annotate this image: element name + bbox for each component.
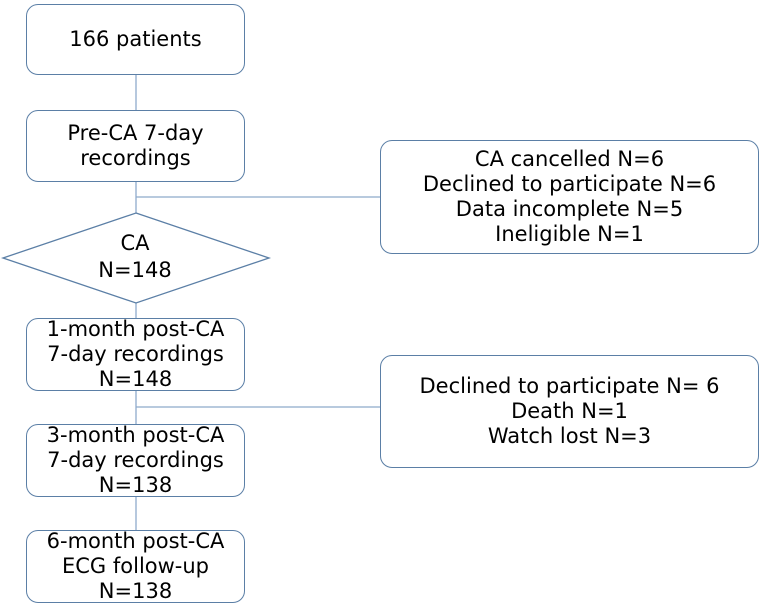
ca-label: CA xyxy=(120,231,150,255)
one-month-count: N=148 xyxy=(98,367,173,391)
exclusion-box-pre-ca: CA cancelled N=6 Declined to participate… xyxy=(380,140,759,254)
pre-ca-line-1: Pre-CA 7-day xyxy=(67,121,204,145)
exclusion-box-post-ca: Declined to participate N= 6 Death N=1 W… xyxy=(380,355,759,468)
three-month-count: N=138 xyxy=(98,473,173,497)
one-month-box: 1-month post-CA 7-day recordings N=148 xyxy=(26,317,245,391)
exclusion1-line-3: Data incomplete N=5 xyxy=(455,197,684,221)
six-month-count: N=138 xyxy=(98,579,173,603)
pre-ca-line-2: recordings xyxy=(80,146,191,170)
exclusion2-line-3: Watch lost N=3 xyxy=(487,424,652,448)
patients-box: 166 patients xyxy=(26,4,245,75)
patients-text: 166 patients xyxy=(69,27,202,51)
exclusion1-line-2: Declined to participate N=6 xyxy=(422,172,717,196)
exclusion1-line-4: Ineligible N=1 xyxy=(495,222,644,246)
exclusion2-line-2: Death N=1 xyxy=(511,399,628,423)
ca-decision-label: CA N=148 xyxy=(60,230,210,284)
three-month-line-1: 3-month post-CA xyxy=(46,423,225,447)
six-month-box: 6-month post-CA ECG follow-up N=138 xyxy=(26,529,245,603)
three-month-line-2: 7-day recordings xyxy=(47,448,224,472)
exclusion1-line-1: CA cancelled N=6 xyxy=(474,147,665,171)
one-month-line-1: 1-month post-CA xyxy=(46,317,225,341)
pre-ca-recordings-box: Pre-CA 7-day recordings xyxy=(26,110,245,182)
ca-count: N=148 xyxy=(98,258,172,282)
ca-decision-diamond xyxy=(0,212,272,304)
exclusion2-line-1: Declined to participate N= 6 xyxy=(419,374,720,398)
six-month-line-1: 6-month post-CA xyxy=(46,529,225,553)
three-month-box: 3-month post-CA 7-day recordings N=138 xyxy=(26,423,245,497)
one-month-line-2: 7-day recordings xyxy=(47,342,224,366)
six-month-line-2: ECG follow-up xyxy=(61,554,210,578)
